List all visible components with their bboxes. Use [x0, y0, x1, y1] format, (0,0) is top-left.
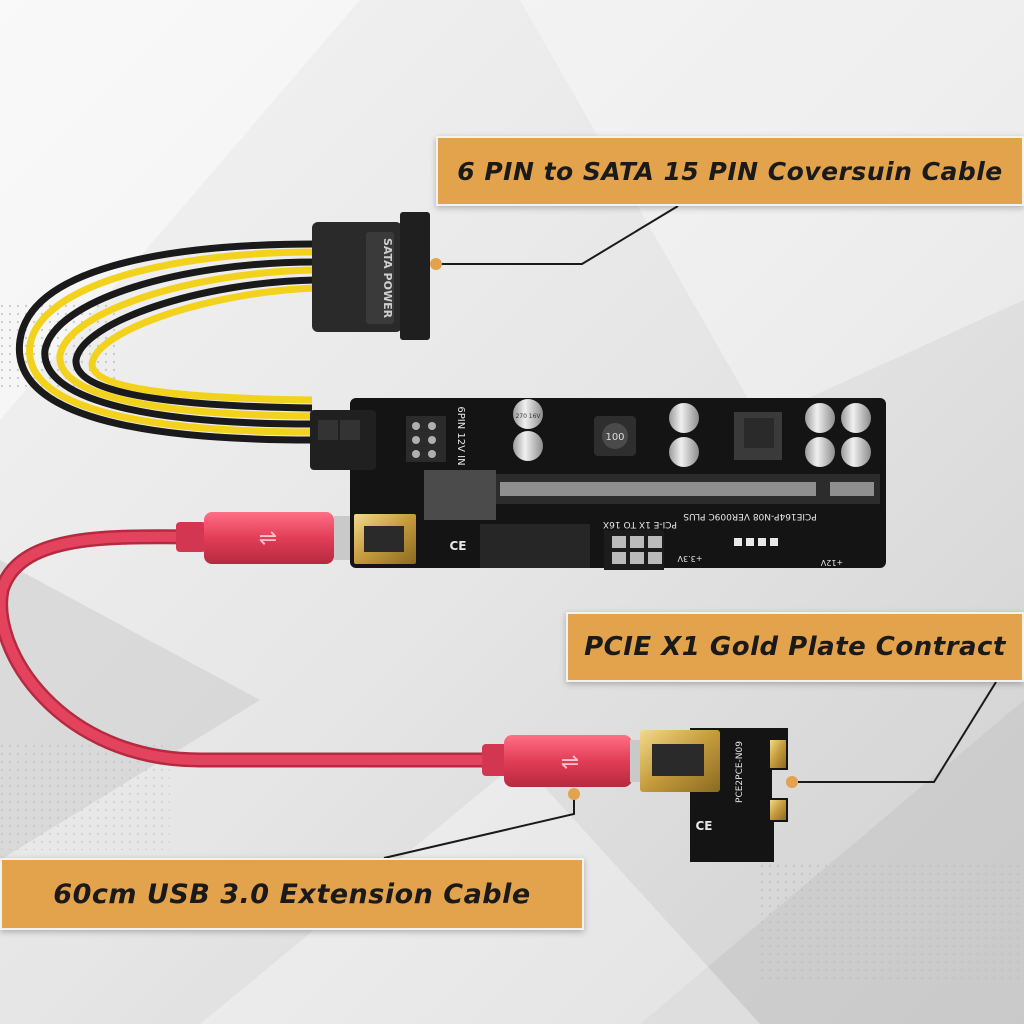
usb-plug-upper: ⇌ [176, 512, 354, 564]
voltage-33-text: +3.3V [677, 554, 702, 563]
callout-pcie-text: PCIE X1 Gold Plate Contract [584, 632, 1006, 662]
model-text: PCIE164P-N08 VER009C PLUS [683, 511, 817, 521]
sata-power-text: SATA POWER [381, 238, 394, 319]
riser-board: 6PIN 12V IN 270 16V 100 [310, 398, 886, 570]
cap-label: 270 16V [515, 413, 541, 420]
power-wires [15, 240, 317, 444]
usb-plug-lower: ⇌ [482, 735, 644, 787]
pin-label-text: 6PIN 12V IN [455, 406, 466, 465]
gold-contacts [770, 740, 786, 768]
usb-cable: ⇌ ⇌ [0, 512, 644, 787]
sata-connector: SATA POWER [312, 212, 430, 340]
callout-sata-text: 6 PIN to SATA 15 PIN Coversuin Cable [457, 156, 1003, 186]
pcie-x1-adapter: PCE2PCE-N09 CE [640, 728, 788, 862]
voltage-12-text: +12V [820, 558, 843, 567]
svg-text:⇌: ⇌ [259, 526, 277, 551]
adapter-model-text: PCE2PCE-N09 [735, 741, 745, 803]
inductor-text: 100 [605, 432, 624, 443]
svg-text:⇌: ⇌ [561, 750, 579, 775]
callout-lines [383, 205, 997, 859]
callout-sata-cable: 6 PIN to SATA 15 PIN Coversuin Cable [436, 136, 1024, 206]
callout-usb-text: 60cm USB 3.0 Extension Cable [53, 878, 531, 910]
callout-usb-cable: 60cm USB 3.0 Extension Cable [0, 858, 584, 930]
callout-pcie-contact: PCIE X1 Gold Plate Contract [566, 612, 1024, 682]
adapter-ce-mark: CE [695, 819, 712, 833]
ce-mark: CE [449, 539, 466, 553]
slot-text: PCI-E 1X TO 16X [603, 519, 677, 529]
capacitors: 270 16V [513, 399, 871, 467]
